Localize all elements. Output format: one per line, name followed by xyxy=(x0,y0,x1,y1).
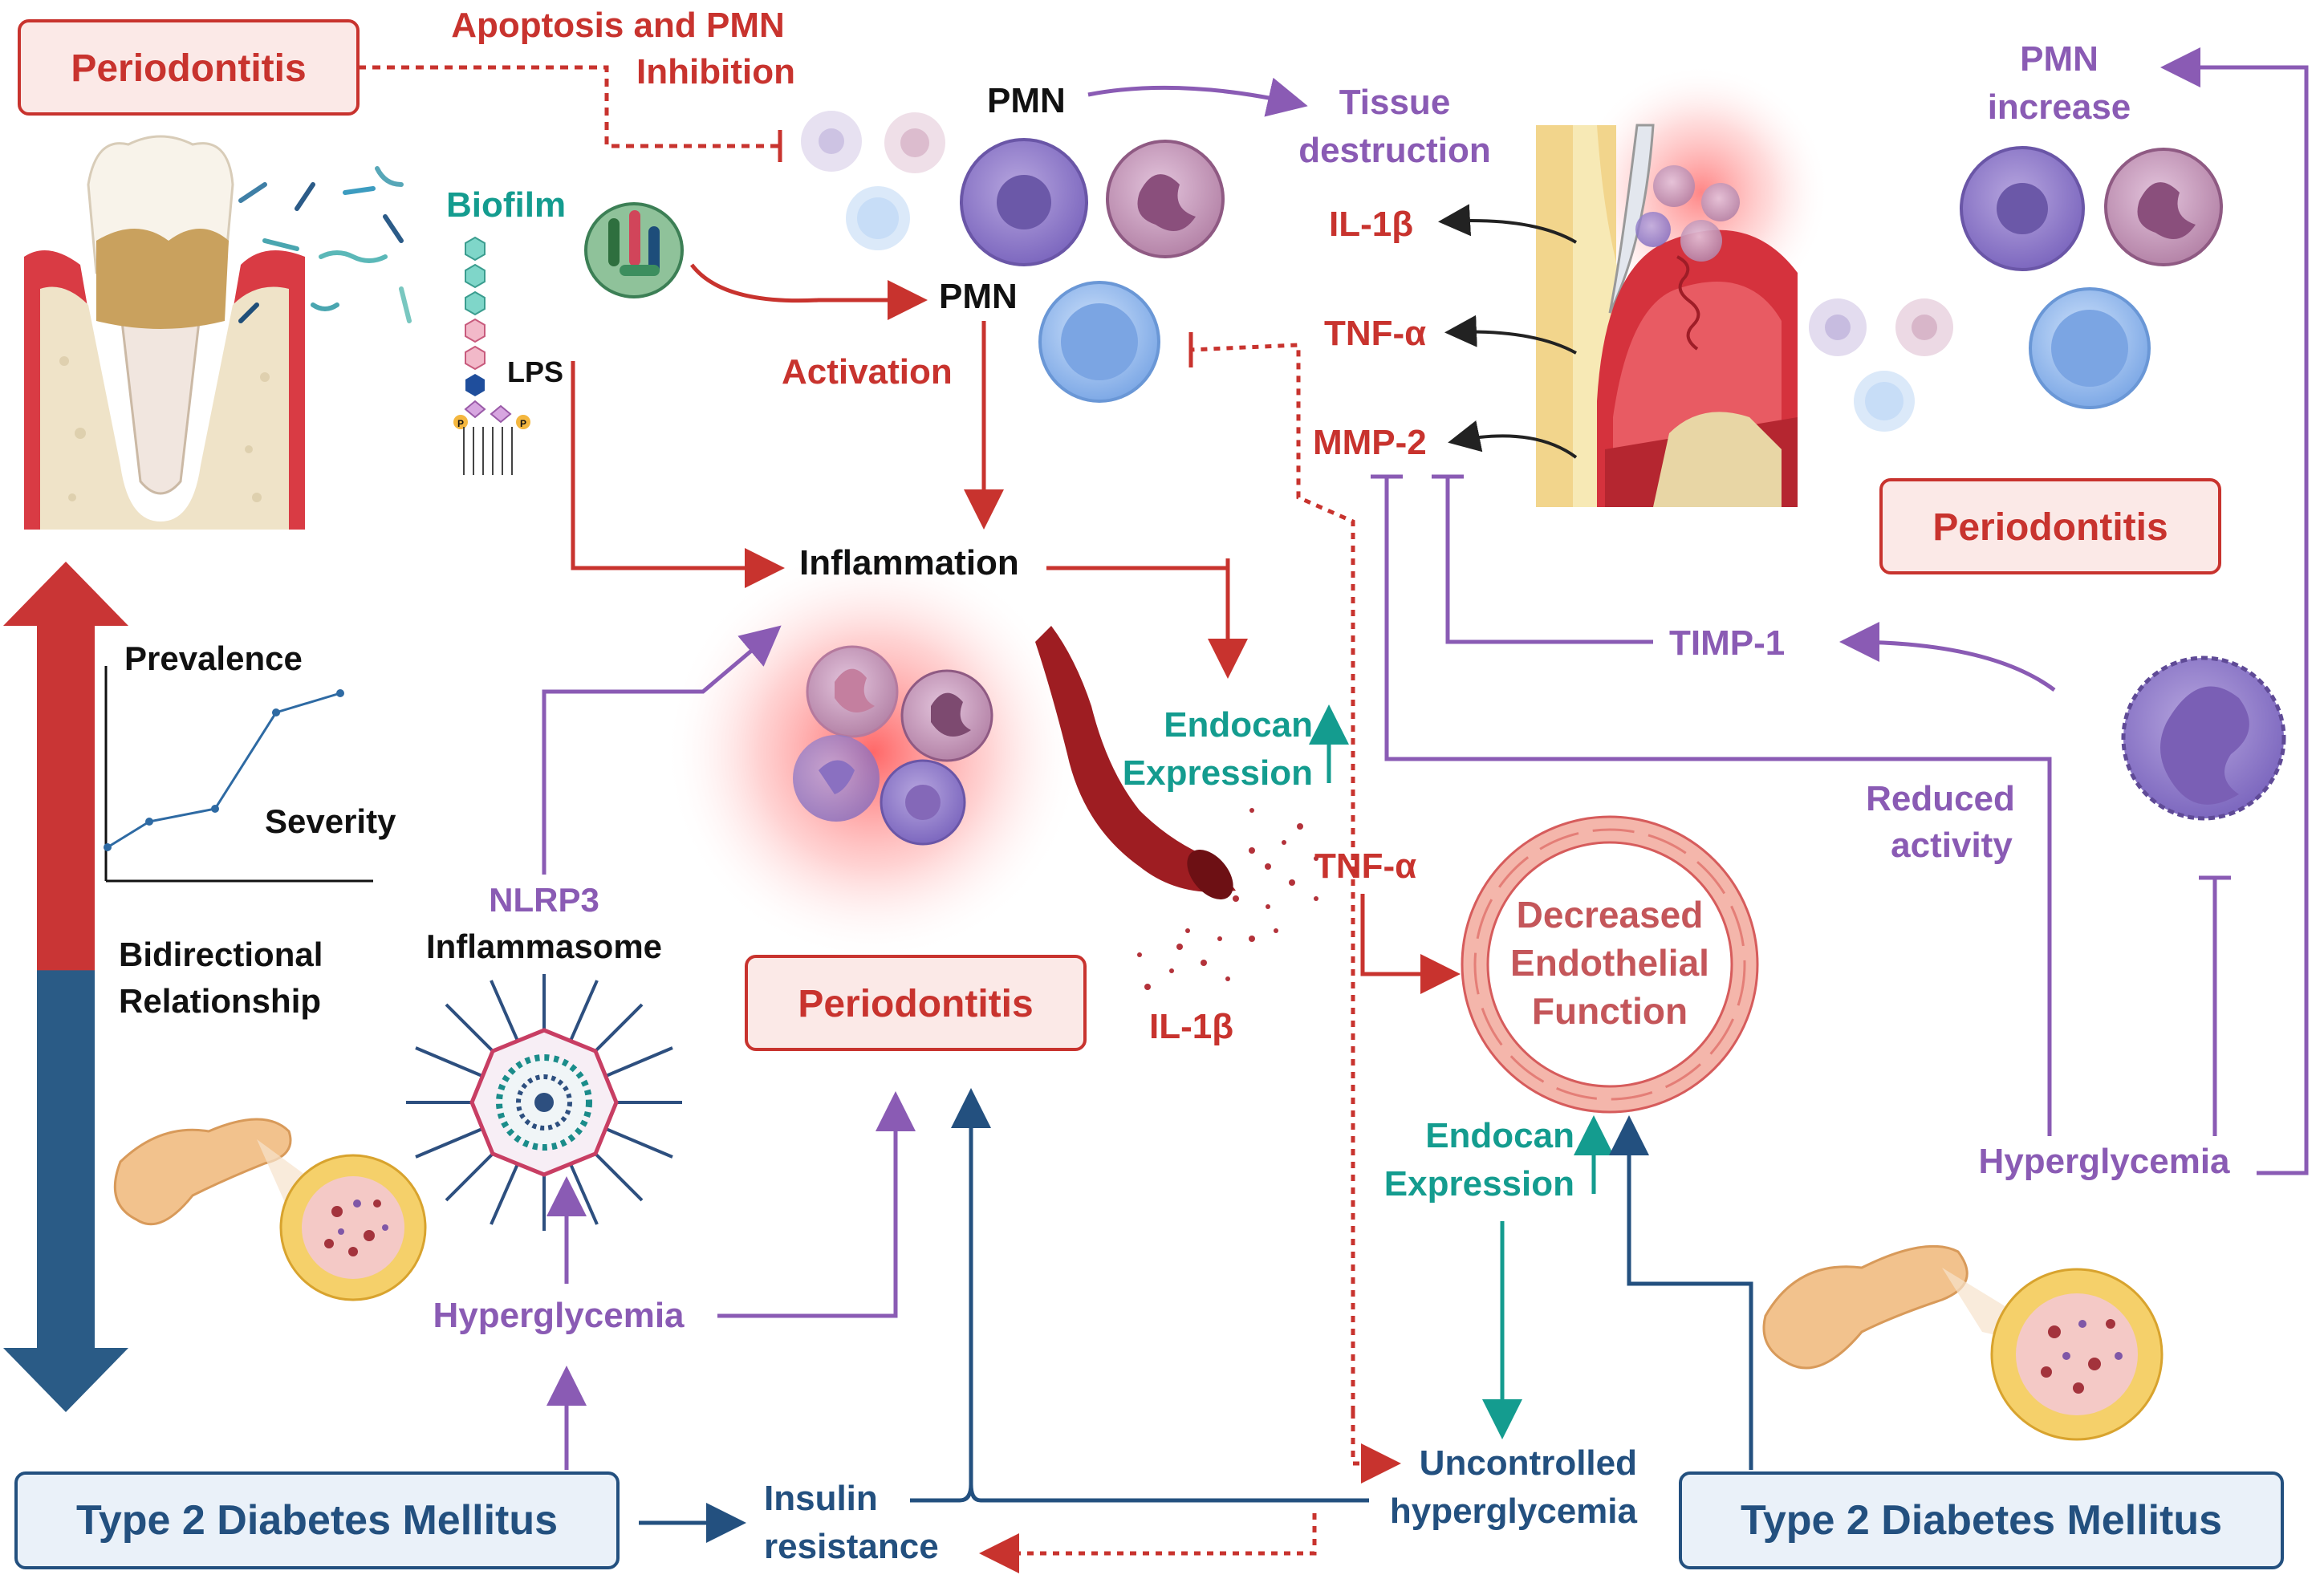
bidirectional-label-2: Relationship xyxy=(119,982,321,1020)
lps-label: LPS xyxy=(507,355,563,388)
svg-text:P: P xyxy=(520,418,526,429)
svg-text:Periodontitis: Periodontitis xyxy=(798,983,1033,1025)
activation-label: Activation xyxy=(782,352,953,392)
apoptosis-label-2: Inhibition xyxy=(636,52,795,91)
hyperglycemia-left-label: Hyperglycemia xyxy=(433,1296,685,1335)
tnfa-top-label: TNF-α xyxy=(1324,314,1426,353)
periodontitis-box-top-left: Periodontitis xyxy=(18,19,360,116)
reduced-label-2: activity xyxy=(1891,826,2013,865)
t2dm-box-left: Type 2 Diabetes Mellitus xyxy=(14,1471,620,1569)
connectors xyxy=(358,47,2309,1573)
inflammasome-icon xyxy=(406,974,682,1231)
biofilm-icon xyxy=(584,202,684,298)
tooth-icon xyxy=(24,135,305,530)
insulin-label-1: Insulin xyxy=(764,1479,878,1518)
endocan-bottom-label-1: Endocan xyxy=(1425,1116,1574,1155)
bidirectional-arrow xyxy=(3,562,128,1412)
islet-icon-right xyxy=(1990,1268,2164,1441)
tnfa-mid-label: TNF-α xyxy=(1314,846,1416,886)
lps-molecule-icon: P P xyxy=(453,236,530,475)
neutrophil-cluster-right xyxy=(1809,146,2223,432)
endocan-bottom-label-2: Expression xyxy=(1384,1164,1574,1204)
bacteria-icon xyxy=(238,166,412,323)
biofilm-label: Biofilm xyxy=(446,185,566,225)
pmn-top-label: PMN xyxy=(987,81,1066,120)
nlrp3-label-2: Inflammasome xyxy=(426,928,662,965)
t2dm-box-right: Type 2 Diabetes Mellitus xyxy=(1679,1471,2284,1569)
svg-text:Type 2 Diabetes Mellitus: Type 2 Diabetes Mellitus xyxy=(1741,1497,2222,1544)
bidirectional-label-1: Bidirectional xyxy=(119,936,323,973)
svg-text:P: P xyxy=(457,418,464,429)
macrophage-icon xyxy=(2121,656,2286,821)
inflammation-cells xyxy=(793,645,993,846)
hyperglycemia-right-label: Hyperglycemia xyxy=(1978,1142,2230,1181)
blood-vessel-icon xyxy=(1035,626,1236,899)
endocan-top-label-2: Expression xyxy=(1123,753,1313,793)
il1b-top-label: IL-1β xyxy=(1329,205,1413,244)
svg-text:Type 2 Diabetes Mellitus: Type 2 Diabetes Mellitus xyxy=(76,1497,558,1544)
periodontitis-box-center: Periodontitis xyxy=(745,955,1087,1051)
svg-text:Periodontitis: Periodontitis xyxy=(71,47,306,90)
endothelium-ring-icon xyxy=(1461,815,1759,1114)
pmn-mid-label: PMN xyxy=(939,277,1018,316)
timp1-label: TIMP-1 xyxy=(1669,623,1785,663)
tissue-label-1: Tissue xyxy=(1339,83,1451,122)
periodontitis-box-right: Periodontitis xyxy=(1879,478,2221,574)
endocan-top-label-1: Endocan xyxy=(1164,705,1313,745)
decreased-label-1: Decreased xyxy=(1517,894,1704,936)
decreased-label-2: Endothelial xyxy=(1510,942,1709,984)
cytokine-particles xyxy=(1137,808,1318,990)
neutrophil-cluster-top xyxy=(801,111,1225,266)
lymphocyte-icon xyxy=(1038,281,1160,403)
reduced-label-1: Reduced xyxy=(1866,779,2015,818)
decreased-label-3: Function xyxy=(1532,990,1688,1032)
nlrp3-label-1: NLRP3 xyxy=(489,881,599,919)
insulin-label-2: resistance xyxy=(764,1527,939,1566)
uncontrolled-label-1: Uncontrolled xyxy=(1420,1443,1637,1483)
pmn-increase-label-2: increase xyxy=(1988,87,2131,127)
prevalence-severity-chart: Prevalence Severity xyxy=(104,639,396,883)
severity-label: Severity xyxy=(265,802,396,840)
apoptosis-label-1: Apoptosis and PMN xyxy=(451,6,785,45)
gingiva-tissue-icon xyxy=(1536,64,1830,507)
inflammation-label: Inflammation xyxy=(799,543,1019,582)
inflammation-glow xyxy=(664,544,1082,961)
prevalence-label: Prevalence xyxy=(124,639,303,677)
mmp2-label: MMP-2 xyxy=(1313,423,1427,462)
tissue-label-2: destruction xyxy=(1298,131,1491,170)
pmn-increase-label-1: PMN xyxy=(2020,39,2099,79)
islet-icon xyxy=(279,1154,427,1301)
il1b-mid-label: IL-1β xyxy=(1149,1007,1233,1046)
uncontrolled-label-2: hyperglycemia xyxy=(1390,1492,1638,1531)
svg-text:Periodontitis: Periodontitis xyxy=(1932,506,2168,549)
